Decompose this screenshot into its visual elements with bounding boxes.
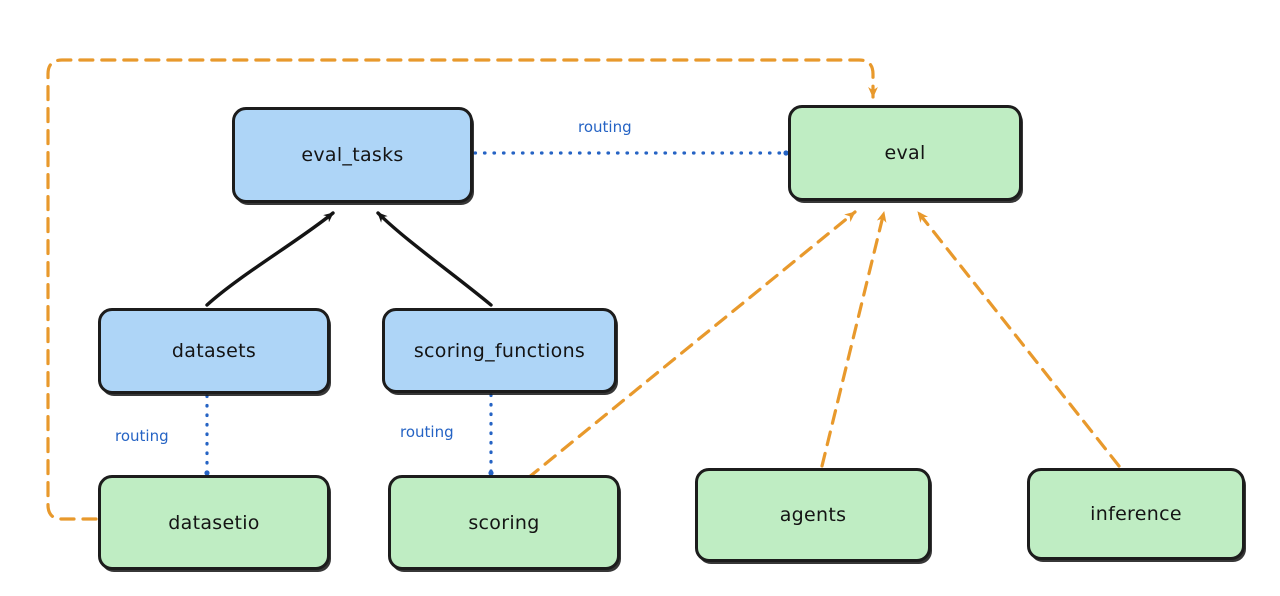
edge-datasets-to-eval_tasks — [205, 211, 335, 307]
edge-datasets-to-datasetio — [204, 394, 210, 476]
edge-label-routing-datasets-datasetio: routing — [115, 427, 169, 445]
node-scoring_functions[interactable]: scoring_functions — [382, 308, 617, 393]
node-label-eval: eval — [884, 142, 926, 164]
node-label-inference: inference — [1090, 503, 1182, 525]
edge-label-routing-eval_tasks-eval: routing — [578, 118, 632, 136]
node-datasetio[interactable]: datasetio — [98, 475, 330, 570]
node-label-datasets: datasets — [171, 340, 257, 362]
node-label-datasetio: datasetio — [168, 511, 260, 534]
node-agents[interactable]: agents — [695, 468, 931, 562]
edge-scoring_functions-to-scoring — [488, 393, 494, 476]
node-scoring[interactable]: scoring — [388, 475, 620, 570]
node-eval_tasks[interactable]: eval_tasks — [232, 107, 473, 203]
node-inference[interactable]: inference — [1027, 468, 1245, 560]
node-label-scoring_functions: scoring_functions — [413, 339, 586, 362]
edge-scoring-to-eval — [526, 210, 857, 480]
edge-label-routing-scoring_functions-scoring: routing — [400, 423, 454, 441]
edge-scoring_functions-to-eval_tasks — [376, 211, 493, 307]
edge-eval_tasks-to-eval — [473, 150, 789, 156]
edge-inference-to-eval — [916, 210, 1121, 468]
node-label-agents: agents — [779, 504, 847, 526]
node-eval[interactable]: eval — [788, 105, 1022, 201]
edge-datasetio-to-eval — [46, 58, 878, 521]
edge-agents-to-eval — [820, 210, 887, 468]
node-datasets[interactable]: datasets — [98, 308, 330, 394]
node-label-scoring: scoring — [468, 511, 540, 534]
node-label-eval_tasks: eval_tasks — [301, 144, 404, 166]
